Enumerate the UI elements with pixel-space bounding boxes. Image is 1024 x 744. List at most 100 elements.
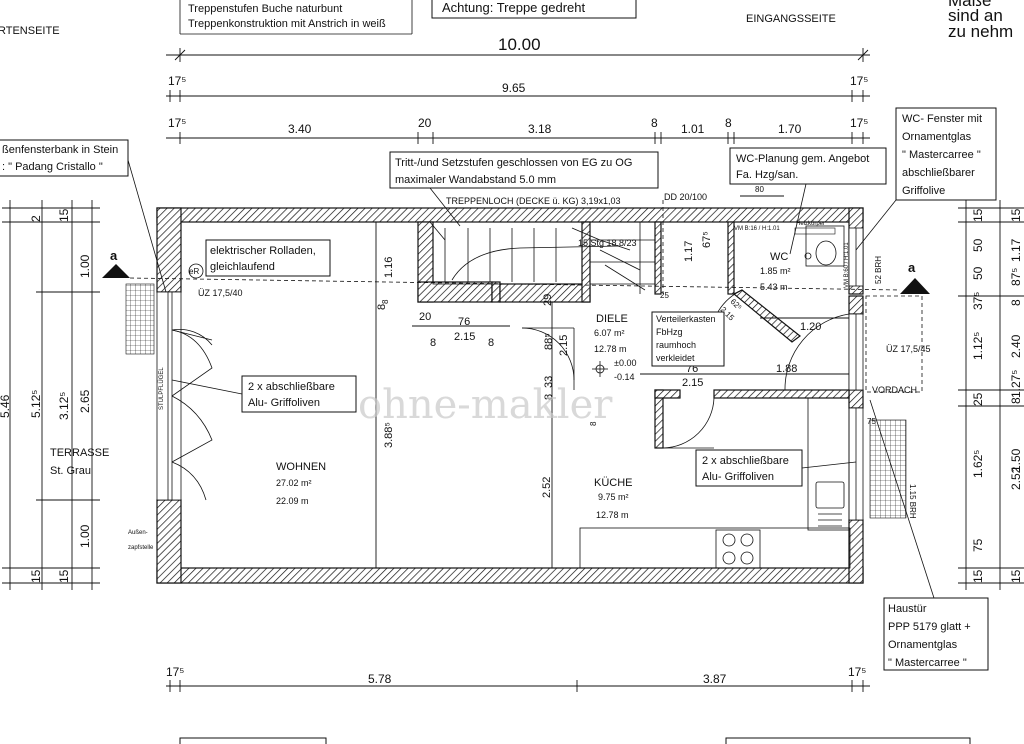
dim-8f: 8 — [589, 421, 598, 426]
dim-top-end-right: 17⁵ — [850, 74, 868, 88]
room-kueche-name: KÜCHE — [594, 477, 633, 489]
dim-left-2: 2 — [29, 215, 43, 222]
callout-griff-left-2: Alu- Griffoliven — [248, 397, 320, 409]
rolladen-switch-icon — [188, 263, 204, 279]
stair-steps-label: 15 Stg 18.8/23 — [578, 238, 637, 248]
room-wohnen-perimeter: 22.09 m — [276, 496, 309, 506]
brh-wc: 52 BRH — [874, 256, 883, 284]
dim-top2-end-right: 17⁵ — [850, 116, 868, 130]
dim-right-1-27: 1.27⁵ — [1009, 370, 1023, 398]
dim-seg-8a: 8 — [651, 116, 658, 130]
dim-seg-wc: 1.70 — [778, 122, 802, 136]
section-marker-left — [102, 264, 130, 278]
dim-29: 29 — [542, 294, 554, 306]
staircase: TREPPENLOCH (DECKE ü. KG) 3,19x1,03 15 S… — [418, 192, 707, 294]
watermark: ohne-makler — [358, 382, 613, 428]
toilet-icon — [815, 240, 837, 266]
dimensions-left: 5.46 5.12⁵ 3.12⁵ 2.65 2 15 1.00 1.00 15 … — [0, 200, 100, 590]
dim-1-17: 1.17 — [683, 241, 695, 262]
dim-left-1-00-top: 1.00 — [78, 254, 92, 278]
garden-side-label: RTENSEITE — [0, 25, 60, 37]
callout-griff-right-2: Alu- Griffoliven — [702, 471, 774, 483]
callout-wc-window-4: abschließbarer — [902, 167, 975, 179]
dim-right-2-40: 2.40 — [1009, 334, 1023, 358]
terrace-material: St. Grau — [50, 465, 91, 477]
dim-seg-wall: 20 — [418, 116, 432, 130]
outdoor-tap-label-2: zapfstelle — [128, 545, 154, 551]
dim-seg-stair: 3.18 — [528, 122, 552, 136]
dim-right-15: 15 — [971, 208, 985, 222]
brh-kitchen: 1.15 BRH — [908, 484, 917, 519]
callout-wc-plan-1: WC-Planung gem. Angebot — [736, 153, 869, 165]
dim-right-50a: 50 — [971, 238, 985, 252]
dim-seg-8b: 8 — [725, 116, 732, 130]
dim-top-end-left: 17⁵ — [168, 74, 186, 88]
dim-right-2-52: 2.52 — [1009, 466, 1023, 490]
callout-griff-right-1: 2 x abschließbare — [702, 455, 789, 467]
note-dims-3: zu nehm — [948, 22, 1013, 41]
dim-left-15-top: 15 — [57, 208, 71, 222]
exterior-elements: a a Außen- zapfstelle eR — [102, 248, 930, 551]
stulpfluegel-label: STULPFLÜGEL — [158, 367, 165, 410]
dim-right-8b: 8 — [1009, 397, 1023, 404]
uz-right-label: ÜZ 17,5/45 — [886, 344, 931, 354]
room-kueche-perimeter: 12.78 m — [596, 510, 629, 520]
room-wohnen-name: WOHNEN — [276, 461, 326, 473]
dim-75: 75 — [867, 417, 876, 426]
callout-sill-1: ßenfensterbank in Stein — [2, 144, 118, 156]
room-wohnen-area: 27.02 m² — [276, 478, 312, 488]
dim-bottom-end-right: 17⁵ — [848, 665, 866, 679]
ceiling-break-label: DD 20/100 — [664, 192, 707, 202]
callout-rolladen-2: gleichlaufend — [210, 261, 275, 273]
dim-8b: 8 — [543, 394, 555, 400]
callout-sill-2: : " Padang Cristallo " — [2, 161, 103, 173]
note-stair-steps: Treppenstufen Buche naturbunt — [188, 3, 342, 15]
room-kueche-area: 9.75 m² — [598, 492, 629, 502]
dim-right-1-62: 1.62⁵ — [971, 450, 985, 478]
dim-2-52: 2.52 — [541, 477, 553, 498]
vordach-label: VORDACH — [872, 385, 917, 395]
dim-1-16: 1.16 — [383, 257, 395, 278]
dim-80: 80 — [755, 185, 764, 194]
dim-bottom-wohnen: 5.78 — [368, 672, 392, 686]
callout-haustuer-1: Haustür — [888, 603, 927, 615]
wc-fittings: Heizkörper VM B:16 / H:1.01 VM B:60 / H:… — [734, 221, 850, 288]
dim-inner-width: 9.65 — [502, 81, 526, 95]
dim-right-15-bottom-a: 15 — [971, 569, 985, 583]
callout-rolladen-1: elektrischer Rolladen, — [210, 245, 316, 257]
rolladen-switch-label: eR — [189, 267, 199, 276]
room-wc-perimeter: 5.43 m — [760, 282, 788, 292]
callout-verteiler-3: raumhoch — [656, 340, 696, 350]
dim-8a: 8 — [376, 304, 388, 310]
dim-left-15-bottom-b: 15 — [57, 569, 71, 583]
dim-top2-end-left: 17⁵ — [168, 116, 186, 130]
openings: STULPFLÜGEL — [156, 227, 864, 521]
note-dims-2: sind an — [948, 6, 1003, 25]
outdoor-tap-label-1: Außen- — [128, 530, 148, 536]
callout-haustuer-4: " Mastercarree " — [888, 657, 967, 669]
note-stair-rotated: Achtung: Treppe gedreht — [442, 0, 585, 15]
room-diele-name: DIELE — [596, 313, 628, 325]
bottom-partial — [179, 737, 971, 744]
dim-total-width: 10.00 — [498, 35, 541, 54]
dim-right-37: 37⁵ — [971, 292, 985, 310]
dim-20: 20 — [419, 311, 431, 323]
dim-3-88: 3.88⁵ — [383, 422, 395, 448]
room-diele-perimeter: 12.78 m — [594, 344, 627, 354]
dim-left-2-65: 2.65 — [78, 389, 92, 413]
callout-wc-window-1: WC- Fenster mit — [902, 113, 982, 125]
dim-right-1-50: 1.50 — [1009, 448, 1023, 472]
stair-hole-label: TREPPENLOCH (DECKE ü. KG) 3,19x1,03 — [446, 196, 621, 206]
dim-right-1-17: 1.17 — [1009, 238, 1023, 262]
dim-left-inner: 5.12⁵ — [29, 390, 43, 418]
room-labels: WOHNEN 27.02 m² 22.09 m DIELE 6.07 m² 12… — [50, 251, 791, 520]
dim-76a: 76 — [458, 316, 470, 328]
dim-25: 25 — [660, 291, 669, 300]
section-label-right: a — [908, 260, 916, 275]
dim-right-75: 75 — [971, 538, 985, 552]
callout-haustuer-3: Ornamentglas — [888, 639, 958, 651]
dim-1-20: 1.20 — [800, 321, 821, 333]
callout-griff-left-1: 2 x abschließbare — [248, 381, 335, 393]
callout-stairs-1: Tritt-/und Setzstufen geschlossen von EG… — [395, 157, 632, 169]
